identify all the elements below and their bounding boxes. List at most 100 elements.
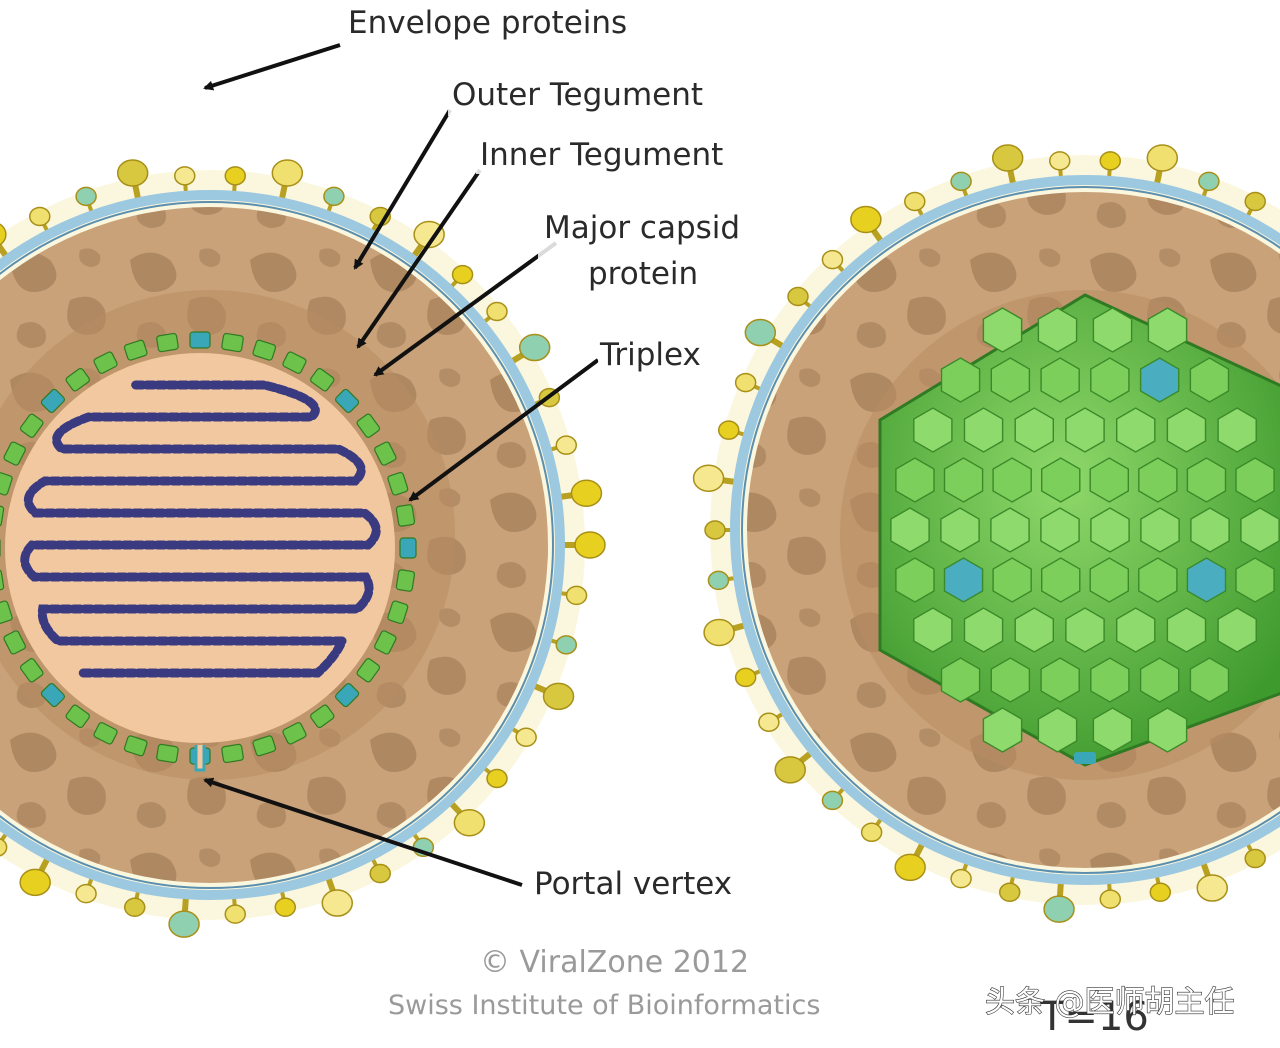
triplex-unit — [40, 388, 66, 414]
capsomer — [356, 413, 381, 438]
hexon — [1014, 607, 1055, 653]
hexon — [1189, 357, 1230, 403]
right-capsid-hexons — [890, 307, 1280, 753]
capsomer — [395, 569, 416, 592]
hexon — [990, 507, 1030, 553]
partial-label: T=16 — [1039, 994, 1149, 1040]
hexon — [1040, 507, 1080, 553]
right-virion — [692, 144, 1280, 923]
capsomer — [0, 569, 5, 592]
hexon — [1138, 557, 1178, 603]
hexon — [992, 557, 1032, 603]
left-virion — [0, 159, 606, 938]
label-envelope-proteins: Envelope proteins — [348, 5, 627, 41]
label-outer-tegument: Outer Tegument — [452, 77, 703, 113]
capsomer — [156, 743, 179, 764]
right-spike — [850, 205, 886, 246]
left-spike — [560, 531, 606, 559]
right-spike — [821, 249, 848, 276]
hexon — [1037, 307, 1078, 353]
capsomer — [252, 735, 277, 757]
hexon — [1090, 657, 1130, 703]
right-spike — [744, 318, 788, 351]
hexon — [1186, 457, 1227, 503]
right-spike — [707, 570, 739, 591]
label-triplex: Triplex — [599, 337, 701, 373]
portal-channel — [194, 745, 206, 772]
hexon — [982, 707, 1023, 753]
hexon — [1166, 407, 1207, 453]
penton — [943, 557, 984, 603]
credit-institute: Swiss Institute of Bioinformatics — [388, 990, 820, 1021]
hexon — [1115, 607, 1156, 653]
capsomer — [0, 504, 5, 527]
capsomer — [65, 704, 90, 729]
hexon — [1092, 707, 1133, 753]
hexon — [1147, 307, 1188, 353]
hexon — [1065, 607, 1105, 653]
hexon — [1090, 507, 1130, 553]
credit-copyright: © ViralZone 2012 — [480, 945, 749, 980]
triplex-unit — [40, 682, 66, 708]
label-major-capsid-line1: Major capsid — [544, 210, 740, 246]
capsomer — [282, 351, 307, 374]
hexon — [913, 607, 953, 653]
capsomer — [123, 735, 148, 757]
hexon — [982, 307, 1023, 353]
hexon — [890, 507, 930, 553]
arrow-portal-vertex — [203, 777, 523, 887]
hexon — [1040, 657, 1080, 703]
capsomer — [19, 658, 44, 683]
hexon — [895, 457, 935, 503]
right-envelope-spikes — [692, 144, 1266, 923]
hexon — [1040, 357, 1080, 403]
hexon — [1092, 307, 1133, 353]
hexon — [1090, 357, 1130, 403]
hexon — [895, 557, 935, 603]
credits: © ViralZone 2012 Swiss Institute of Bioi… — [380, 935, 890, 1030]
hexon — [1037, 707, 1078, 753]
label-inner-tegument: Inner Tegument — [480, 137, 723, 173]
hexon — [990, 357, 1031, 403]
hexon — [1115, 407, 1156, 453]
hexon — [1140, 507, 1180, 553]
arrow-triplex — [408, 358, 600, 502]
right-spike — [1196, 858, 1229, 902]
penton — [1139, 357, 1180, 403]
capsomer — [3, 630, 26, 655]
capsomer — [374, 441, 397, 466]
watermark: 头条 @医师胡主任 — [985, 985, 1235, 1020]
hexon — [1089, 557, 1130, 603]
capsomer — [221, 332, 244, 353]
left-membrane — [0, 190, 565, 900]
capsomer — [387, 600, 409, 625]
hexon — [943, 457, 984, 503]
right-spike — [774, 748, 816, 784]
hexon — [963, 607, 1004, 653]
hexon — [1217, 407, 1257, 453]
hexon — [1089, 457, 1130, 503]
dna-genome — [20, 380, 381, 678]
triplex-unit — [189, 331, 211, 349]
hexon — [990, 657, 1031, 703]
capsomer — [123, 339, 148, 361]
left-spike — [507, 333, 551, 366]
capsomer — [374, 630, 397, 655]
hexon — [940, 357, 981, 403]
hexon — [1217, 607, 1257, 653]
triplex-unit — [399, 537, 417, 559]
capsomer — [387, 471, 409, 496]
capsomer — [252, 339, 277, 361]
leader-lines — [203, 43, 600, 887]
hexon — [1138, 457, 1178, 503]
hexon — [1014, 407, 1055, 453]
hexon — [1190, 507, 1230, 553]
hexon — [1147, 707, 1188, 753]
hexon — [1166, 607, 1207, 653]
capsomer — [19, 413, 44, 438]
capsomer — [395, 504, 416, 527]
label-portal-vertex: Portal vertex — [534, 866, 732, 902]
capsomer — [93, 351, 118, 374]
right-spike — [1049, 151, 1071, 181]
hexon — [1065, 407, 1105, 453]
